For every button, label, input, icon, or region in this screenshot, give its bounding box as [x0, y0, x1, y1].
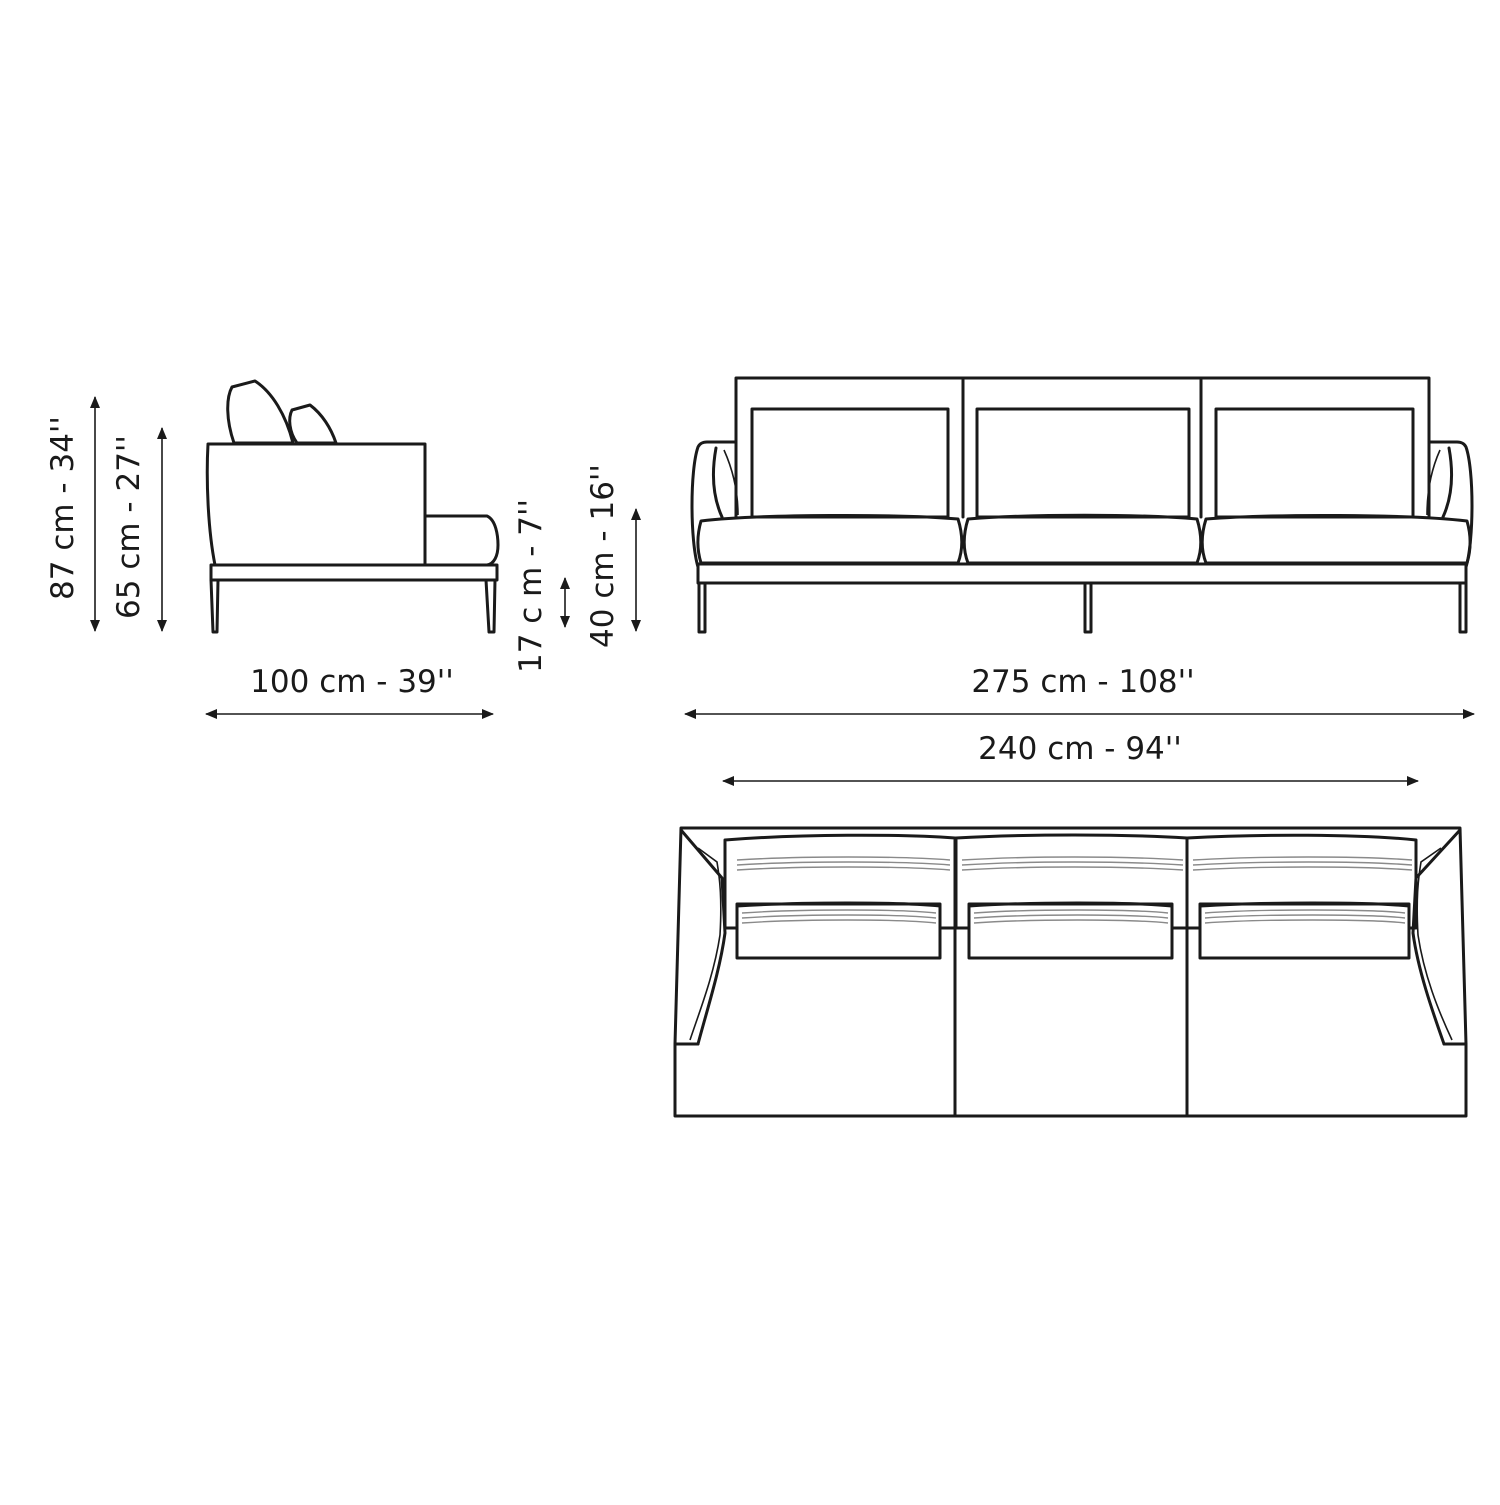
- front-leg-center: [1083, 581, 1093, 634]
- dimension-lines: [90, 396, 1475, 786]
- side-back-cushion-small: [288, 403, 338, 445]
- side-view: [205, 379, 500, 634]
- front-arm-left-seam: [723, 449, 739, 516]
- top-outer-body: [673, 826, 1468, 1118]
- front-back-frame: [734, 376, 1431, 519]
- top-arm-left: [679, 828, 727, 1046]
- front-base: [696, 562, 1468, 585]
- top-back-stitching: [736, 856, 1413, 871]
- depth-label: 100 cm - 39'': [250, 664, 454, 700]
- front-seat-cushion-1: [696, 513, 964, 565]
- total-height-label: 87 cm - 34'': [45, 416, 81, 600]
- top-seat-stitching: [741, 909, 1406, 924]
- front-arm-right-seam: [1426, 449, 1441, 516]
- front-arm-left-inner: [712, 446, 724, 519]
- total-width-label: 275 cm - 108'': [971, 664, 1194, 700]
- top-arm-right: [1411, 828, 1462, 1046]
- leg-height-label: 17 c m - 7'': [513, 499, 549, 673]
- front-back-cushion-2: [975, 407, 1191, 519]
- top-back-cushion-1: [723, 833, 957, 930]
- top-back-cushion-2: [954, 833, 1189, 930]
- side-seat-cushion: [423, 514, 500, 567]
- top-arm-left-seam: [689, 847, 722, 1041]
- side-body: [205, 442, 427, 567]
- arm-height-label: 65 cm - 27'': [111, 435, 147, 619]
- seat-height-label: 40 cm - 16'': [585, 464, 621, 648]
- front-seat-cushion-2: [962, 513, 1203, 565]
- seat-width-label: 240 cm - 94'': [978, 731, 1182, 767]
- top-seat-cushion-3: [1198, 901, 1411, 960]
- side-leg-back: [484, 578, 497, 634]
- top-view: [673, 826, 1468, 1118]
- front-leg-right: [1458, 581, 1468, 634]
- side-base-rail: [209, 563, 499, 582]
- top-arm-right-seam: [1416, 847, 1453, 1041]
- side-leg-front: [209, 578, 220, 634]
- front-seat-cushion-3: [1200, 513, 1472, 565]
- top-seat-cushion-2: [967, 901, 1174, 960]
- side-back-cushion-large: [226, 379, 295, 445]
- front-view: [690, 376, 1474, 634]
- front-back-cushion-1: [750, 407, 950, 519]
- front-back-cushion-3: [1214, 407, 1415, 519]
- front-leg-left: [697, 581, 707, 634]
- front-arm-left: [690, 440, 738, 569]
- top-back-cushion-3: [1185, 833, 1418, 930]
- top-seat-cushion-1: [735, 901, 942, 960]
- front-arm-right-inner: [1441, 446, 1453, 519]
